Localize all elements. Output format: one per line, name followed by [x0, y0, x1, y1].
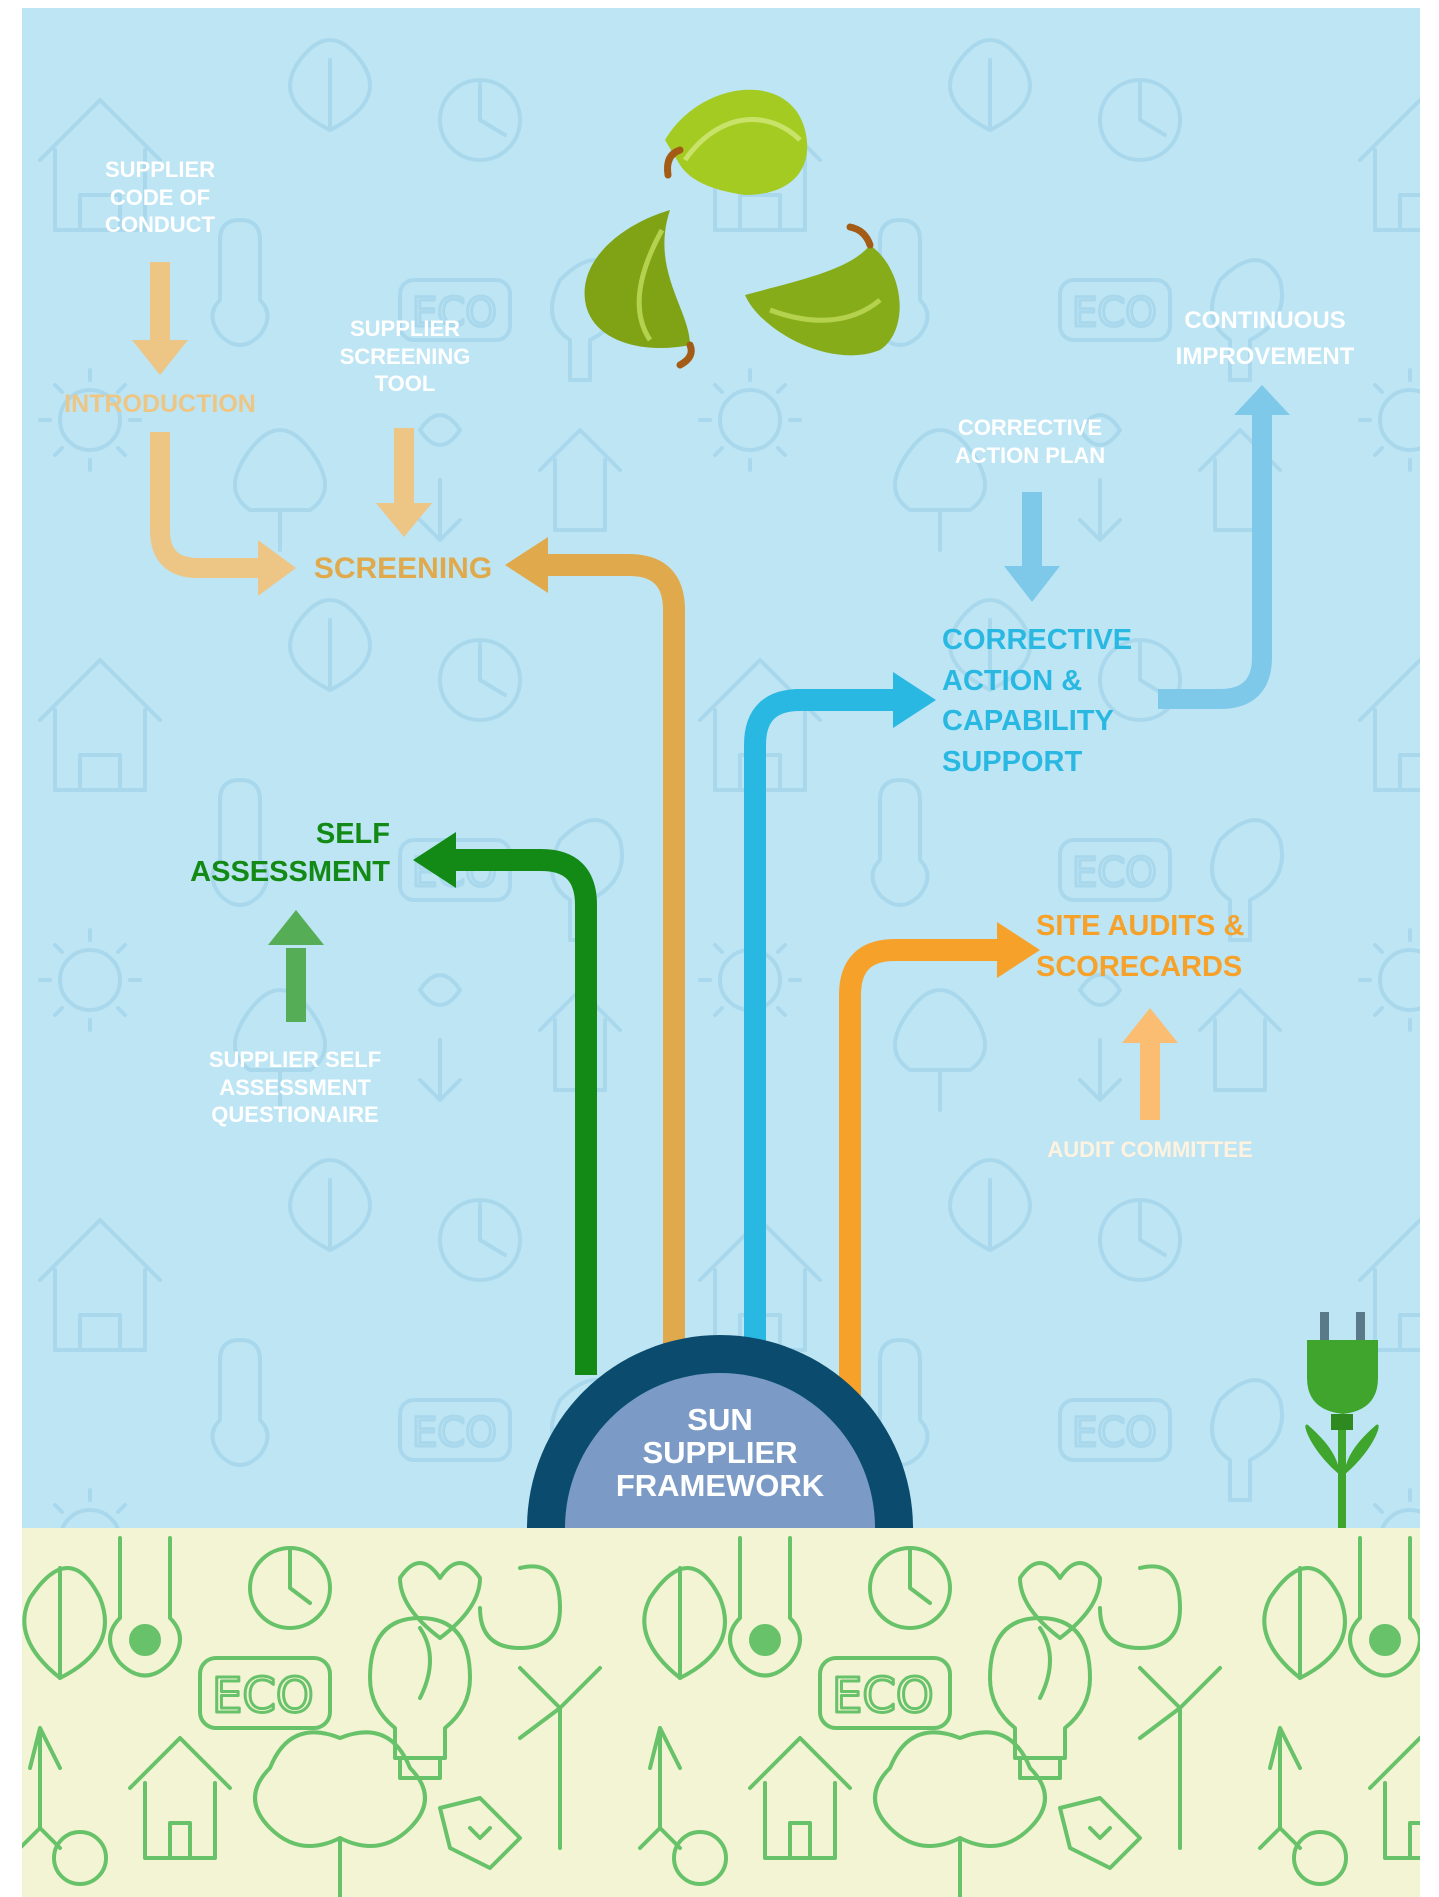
ground-background [22, 1528, 1420, 1897]
plan-to-support-arrowhead [1004, 566, 1060, 602]
screening-stem [545, 554, 685, 1355]
supplier-self-questionnaire-label: SUPPLIER SELF ASSESSMENT QUESTIONAIRE [208, 1047, 382, 1127]
hub-title: SUN SUPPLIER FRAMEWORK [615, 1402, 825, 1503]
recycle-leaves-icon [584, 89, 900, 369]
self-assessment-stem [455, 849, 597, 1375]
self-assessment-arrowhead [413, 832, 456, 888]
audits-arrowhead [997, 922, 1040, 978]
supplier-code-of-conduct-label: SUPPLIER CODE OF CONDUCT [104, 157, 216, 237]
corrective-action-plan-label: CORRECTIVE ACTION PLAN [954, 415, 1106, 468]
audits-stem [839, 939, 1000, 1400]
tool-to-screening-arrowhead [376, 503, 432, 537]
intro-to-screening-arrowhead [258, 540, 296, 596]
committee-to-audits-arrowhead [1122, 1008, 1178, 1043]
corrective-action-support-label: CORRECTIVE ACTION & CAPABILITY SUPPORT [942, 624, 1133, 778]
plug-plant-icon [1305, 1312, 1379, 1528]
supplier-screening-tool-label: SUPPLIER SCREENING TOOL [339, 316, 471, 396]
questionnaire-to-self-arrowhead [268, 910, 324, 945]
screening-arrowhead [505, 537, 548, 593]
intro-to-screening-arrow-shaft [150, 432, 262, 578]
support-to-improvement-arrow-shaft [1158, 410, 1272, 709]
continuous-improvement-label: CONTINUOUS IMPROVEMENT [1175, 307, 1355, 370]
framework-hub [527, 1335, 913, 1528]
sky-background [22, 8, 1420, 1528]
site-audits-scorecards-label: SITE AUDITS & SCORECARDS [1036, 910, 1245, 983]
corrective-arrowhead [893, 672, 936, 728]
introduction-label: INTRODUCTION [64, 390, 256, 418]
support-to-improvement-arrowhead [1234, 385, 1290, 415]
audit-committee-label: AUDIT COMMITTEE [1047, 1137, 1253, 1162]
corrective-stem [744, 689, 897, 1355]
code-to-intro-arrowhead [132, 340, 188, 375]
self-assessment-label: SELF ASSESSMENT [190, 818, 390, 888]
screening-label: SCREENING [313, 552, 493, 585]
